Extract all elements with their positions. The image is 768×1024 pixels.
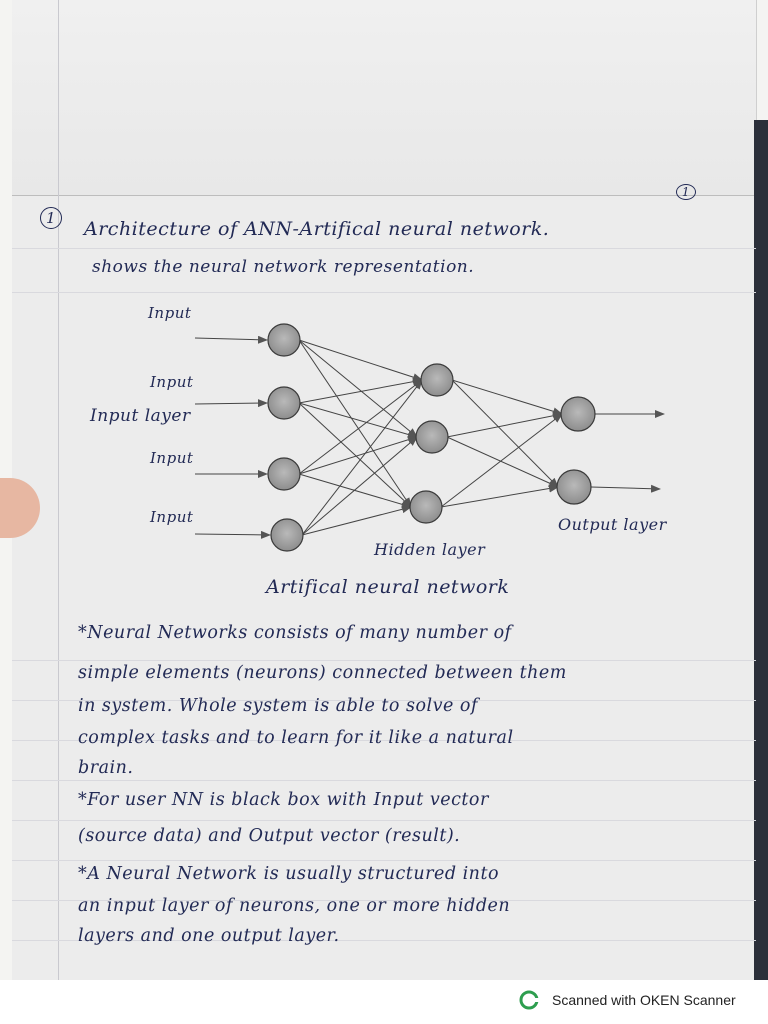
ruled-line (12, 700, 756, 701)
hidden-neuron (415, 420, 449, 454)
output-neuron (556, 469, 592, 505)
connection-line (446, 436, 559, 488)
input-neuron (267, 386, 301, 420)
connection-line (301, 436, 418, 536)
connection-line (298, 435, 418, 475)
hidden-neuron (409, 490, 443, 524)
ruled-line (12, 940, 756, 941)
connection-line (440, 413, 563, 508)
ruled-line (12, 292, 756, 293)
connection-line (451, 379, 563, 416)
paragraph-line: simple elements (neurons) connected betw… (78, 663, 567, 683)
previous-page-edge (12, 0, 756, 196)
input-neuron (267, 457, 301, 491)
input-neuron (267, 323, 301, 357)
input-arrow (194, 399, 268, 408)
input-arrow (194, 335, 268, 344)
hidden-neuron (420, 363, 454, 397)
neurons (267, 323, 596, 552)
scanner-watermark: Scanned with OKEN Scanner (552, 992, 736, 1008)
question-number: 1 (40, 207, 62, 229)
paragraph-line: *Neural Networks consists of many number… (78, 623, 512, 643)
output-neuron (560, 396, 596, 432)
ruled-line (12, 820, 756, 821)
scanner-footer (0, 980, 768, 1024)
oken-scanner-logo-icon (519, 990, 539, 1010)
ruled-line (12, 660, 756, 661)
ruled-line (12, 780, 756, 781)
paragraph-line: *For user NN is black box with Input vec… (78, 790, 489, 810)
subtitle: shows the neural network representation. (92, 257, 475, 277)
connection-line (451, 379, 559, 488)
input-label-3: Input (150, 449, 194, 467)
ruled-line (12, 860, 756, 861)
paragraph-line: in system. Whole system is able to solve… (78, 696, 478, 716)
paragraph-line: *A Neural Network is usually structured … (78, 864, 500, 884)
connections (194, 335, 665, 539)
input-neuron (270, 518, 304, 552)
diagram-caption: Artifical neural network (266, 576, 510, 598)
input-label-2: Input (150, 373, 194, 391)
connection-line (446, 411, 563, 438)
paragraph-line: (source data) and Output vector (result)… (78, 826, 461, 846)
input-label-1: Input (148, 304, 192, 322)
paragraph-line: complex tasks and to learn for it like a… (78, 728, 514, 748)
page-title: Architecture of ANN-Artifical neural net… (84, 218, 550, 240)
connection-line (301, 379, 423, 536)
input-arrow (194, 530, 271, 539)
output-arrow (590, 484, 661, 493)
margin-line (58, 0, 59, 980)
connection-line (301, 505, 412, 536)
connection-line (298, 473, 412, 509)
connection-line (298, 379, 423, 475)
connection-line (298, 339, 423, 382)
paragraph-line: an input layer of neurons, one or more h… (78, 896, 511, 916)
input-label-4: Input (150, 508, 194, 526)
hidden-layer-label: Hidden layer (374, 540, 486, 559)
background-edge (754, 120, 768, 980)
paragraph-line: layers and one output layer. (78, 926, 340, 946)
ruled-line (12, 248, 756, 249)
connection-line (440, 484, 559, 508)
input-layer-label: Input layer (90, 406, 191, 426)
page-number: 1 (676, 184, 696, 200)
output-layer-label: Output layer (558, 515, 667, 534)
connection-line (298, 402, 418, 439)
connection-line (298, 339, 412, 508)
ruled-line (12, 740, 756, 741)
connection-line (298, 377, 423, 404)
connection-line (298, 339, 418, 438)
ruled-line (12, 900, 756, 901)
paragraph-line: brain. (78, 758, 134, 778)
connection-line (298, 402, 412, 508)
